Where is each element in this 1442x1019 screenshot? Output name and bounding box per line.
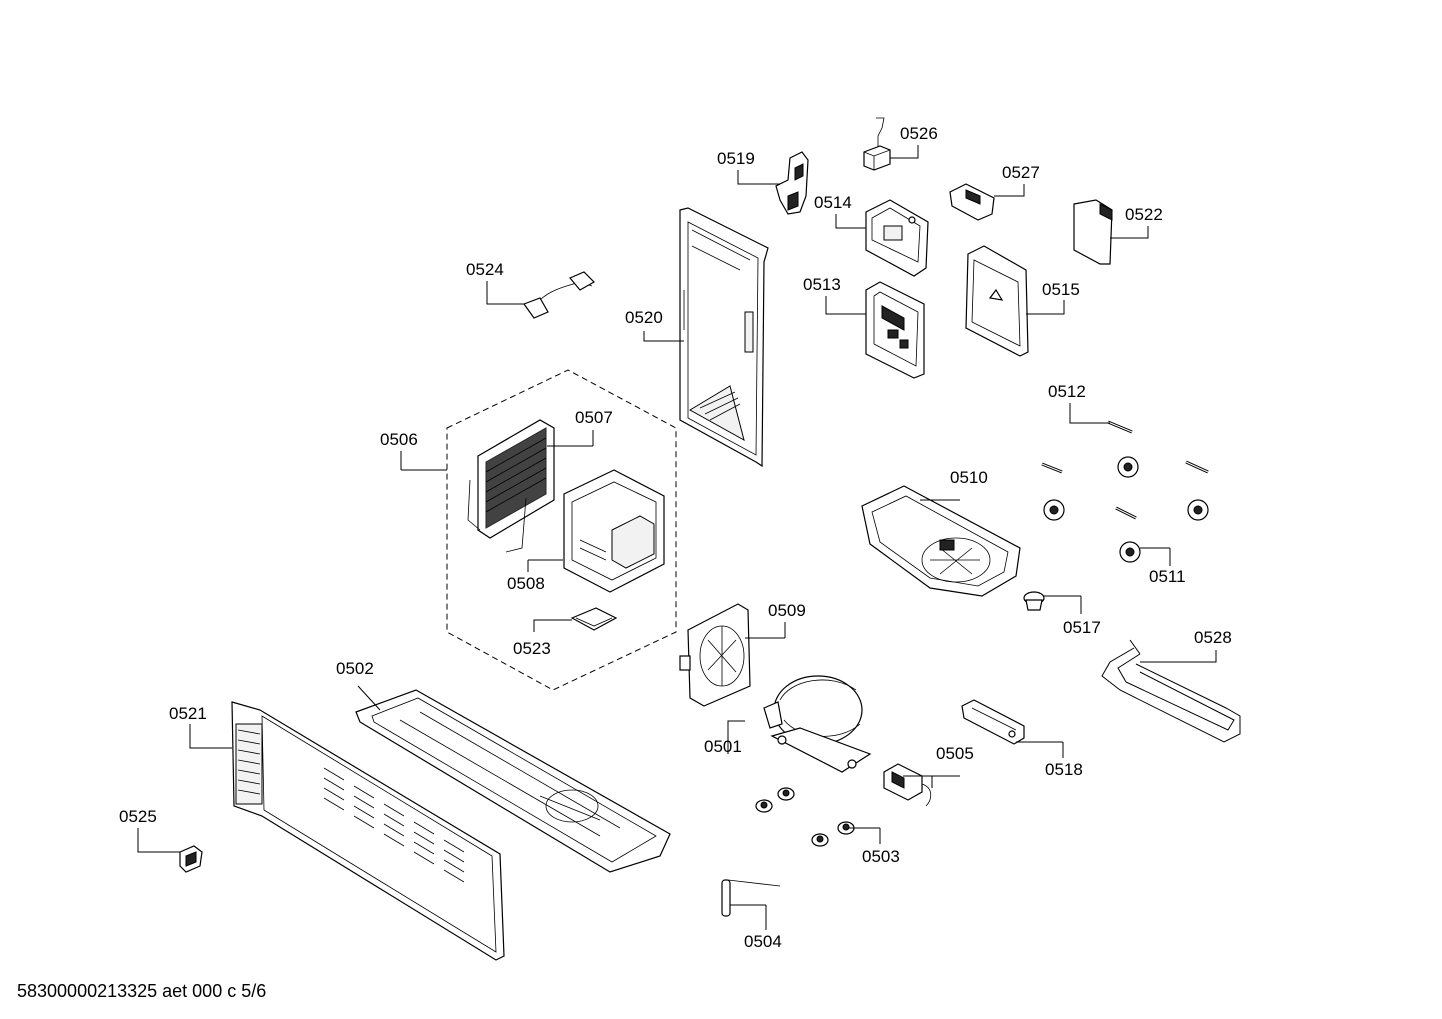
part-0505-starter[interactable] — [883, 763, 932, 807]
label-0508: 0508 — [507, 574, 545, 593]
label-0519: 0519 — [717, 149, 755, 168]
part-0502-base-tray[interactable] — [355, 689, 671, 873]
leader-lines — [137, 145, 1217, 930]
part-0525-clip[interactable] — [179, 845, 203, 873]
part-0522-cover-plate[interactable] — [1073, 199, 1113, 265]
label-0523: 0523 — [513, 639, 551, 658]
label-0505: 0505 — [936, 744, 974, 763]
part-0501-compressor[interactable] — [763, 675, 872, 773]
label-0507: 0507 — [575, 408, 613, 427]
evaporator-group-boundary — [446, 369, 677, 691]
part-labels: 0501 0502 0503 0504 0505 0506 0507 0508 … — [119, 124, 1232, 951]
part-0512-pins[interactable] — [1041, 420, 1209, 520]
label-0520: 0520 — [625, 308, 663, 327]
part-0527-connector[interactable] — [949, 183, 995, 221]
part-0524-cable-plug[interactable] — [523, 271, 595, 319]
part-0521-rear-grille[interactable] — [231, 701, 505, 961]
label-0515: 0515 — [1042, 280, 1080, 299]
part-0519-bracket[interactable] — [775, 151, 809, 215]
document-id-footer: 58300000213325 aet 000 c 5/6 — [17, 981, 267, 1001]
label-0502: 0502 — [336, 659, 374, 678]
part-0503-feet[interactable] — [755, 787, 855, 847]
part-0513-electronic-board[interactable] — [865, 281, 925, 379]
part-0520-back-panel[interactable] — [679, 207, 769, 468]
label-0512: 0512 — [1048, 382, 1086, 401]
label-0510: 0510 — [950, 468, 988, 487]
part-0504-sensor[interactable] — [721, 879, 781, 917]
part-0528-heating-wire[interactable] — [1101, 639, 1241, 743]
label-0518: 0518 — [1045, 760, 1083, 779]
part-0514-holder[interactable] — [865, 199, 929, 277]
part-0526-relay[interactable] — [863, 117, 891, 171]
label-0528: 0528 — [1194, 628, 1232, 647]
label-0521: 0521 — [169, 704, 207, 723]
label-0511: 0511 — [1149, 567, 1186, 586]
label-0527: 0527 — [1002, 163, 1040, 182]
label-0524: 0524 — [466, 260, 504, 279]
label-0526: 0526 — [900, 124, 938, 143]
label-0504: 0504 — [744, 932, 782, 951]
part-0518-cable-holder[interactable] — [961, 699, 1025, 745]
part-0523-bracket[interactable] — [570, 607, 618, 631]
part-0511-dampers[interactable] — [1043, 456, 1209, 563]
label-0503: 0503 — [862, 847, 900, 866]
part-0508-evaporator-housing[interactable] — [563, 469, 665, 593]
part-0515-electronic-cover[interactable] — [965, 245, 1029, 357]
label-0514: 0514 — [814, 193, 852, 212]
label-0525: 0525 — [119, 807, 157, 826]
label-0501: 0501 — [704, 737, 742, 756]
label-0522: 0522 — [1125, 205, 1163, 224]
part-0507-evaporator[interactable] — [467, 419, 555, 553]
part-0510-drip-tray[interactable] — [861, 485, 1021, 597]
label-0517: 0517 — [1063, 618, 1101, 637]
part-0509-fan[interactable] — [679, 603, 751, 707]
label-0506: 0506 — [380, 430, 418, 449]
part-0517-grommet[interactable] — [1023, 591, 1045, 611]
label-0509: 0509 — [768, 601, 806, 620]
label-0513: 0513 — [803, 275, 841, 294]
